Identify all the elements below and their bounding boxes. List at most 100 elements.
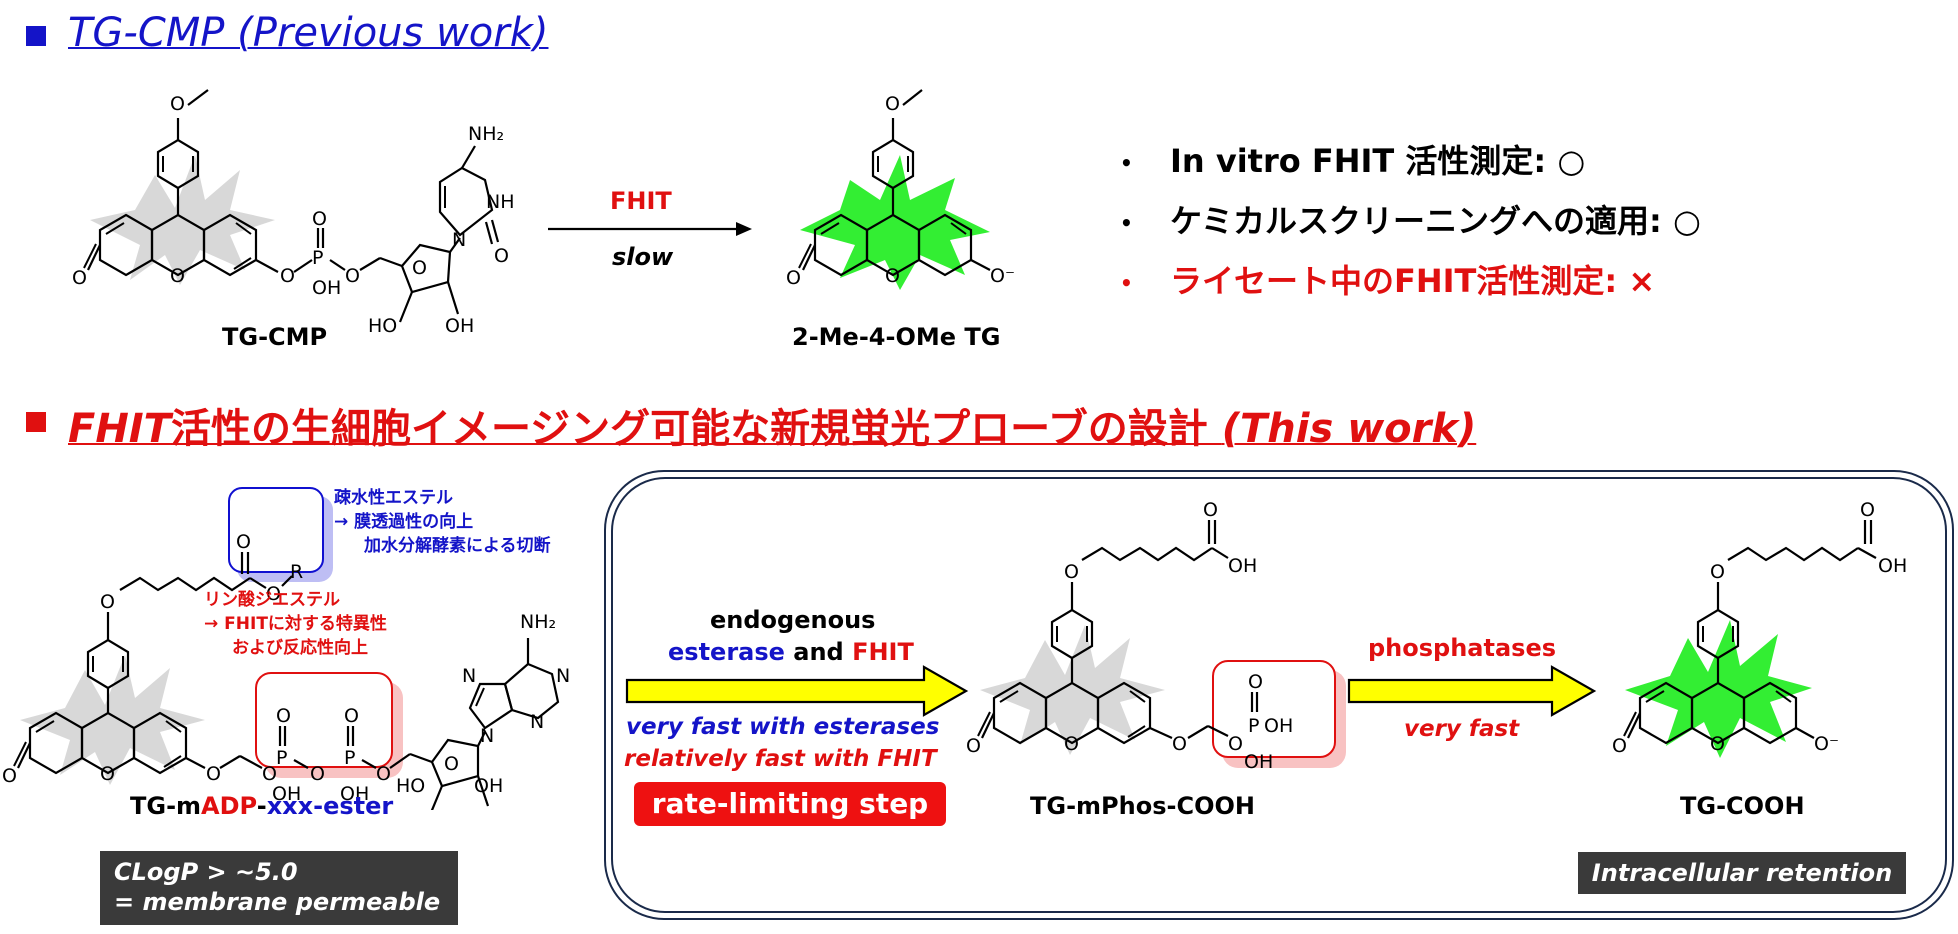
atom-nh: NH [486, 191, 515, 213]
yellow-arrow-1 [625, 665, 969, 717]
probe-n-7: N [462, 665, 476, 687]
step2-enzyme: phosphatases [1368, 634, 1557, 662]
probe-p-1: P [276, 747, 287, 769]
probe-label-p2: ADP [201, 792, 257, 820]
phos-note-line2: → FHITに対する特異性 [204, 614, 387, 634]
product-label: 2-Me-4-OMe TG [792, 323, 1001, 351]
section1-title: TG-CMP (Previous work) [68, 10, 549, 56]
inter-o-xanthene: O [1064, 733, 1079, 755]
section2-title-tail: (This work) [1221, 406, 1477, 452]
clogp-box: CLogP > ~5.0 = membrane permeable [100, 851, 458, 925]
probe-o-3: O [310, 763, 325, 785]
probe-po-2: O [344, 705, 359, 727]
bullet-3: •ライセート中のFHIT活性測定: × [1120, 262, 1656, 300]
green-glow-1 [800, 155, 990, 290]
bullet-2: •ケミカルスクリーニングへの適用: ○ [1120, 202, 1701, 240]
inter-oh-p1: OH [1264, 715, 1293, 737]
atom-nh2: NH₂ [468, 123, 504, 145]
phos-note-line1: リン酸ジエステル [204, 590, 340, 610]
rate-limiting-badge: rate-limiting step [634, 782, 946, 826]
probe-o-carbonyl: O [2, 765, 17, 787]
atom-n-ring: N [452, 229, 466, 251]
probe-nh2: NH₂ [520, 611, 556, 633]
reaction-arrowhead-1 [736, 222, 752, 236]
final-o-minus: O⁻ [1814, 733, 1839, 755]
retention-box: Intracellular retention [1578, 852, 1906, 894]
inter-o-ether: O [1064, 561, 1079, 583]
inter-oh-p2: OH [1244, 751, 1273, 773]
probe-r: R [290, 561, 303, 583]
atom-o-methoxy: O [170, 93, 185, 115]
ester-note-line2: → 膜透過性の向上 [334, 512, 474, 532]
atom-o-ring: O [412, 257, 427, 279]
inter-oh-acid: OH [1228, 555, 1257, 577]
probe-oh-2: OH [340, 783, 369, 805]
probe-n-3: N [530, 711, 544, 733]
tgcmp-reaction-diagram: O O O O P O OH O O N NH NH₂ O HO OH O [72, 89, 1015, 337]
phosphate-intermediate-box [1212, 660, 1336, 758]
probe-ho: HO [396, 775, 425, 797]
probe-po-1: O [276, 705, 291, 727]
bullet-2-text: ケミカルスクリーニングへの適用: ○ [1170, 202, 1701, 240]
green-glow-2 [1625, 620, 1812, 758]
tgcmp-structure [83, 89, 500, 323]
step1-fhit: FHIT [852, 638, 914, 666]
section2-bullet-square [26, 412, 46, 432]
step2-speed: very fast [1404, 716, 1520, 742]
probe-oh-1: OH [272, 783, 301, 805]
intermediate-label: TG-mPhos-COOH [1030, 792, 1255, 820]
probe-n-1: N [556, 665, 570, 687]
tgcmp-label: TG-CMP [222, 323, 328, 351]
inter-o-acid: O [1203, 499, 1218, 521]
probe-o-ester: O [266, 583, 281, 605]
inter-o-carbonyl: O [966, 735, 981, 757]
atom-o-cytosine: O [494, 245, 509, 267]
atom-oh: OH [445, 315, 474, 337]
final-o-ether: O [1710, 561, 1725, 583]
final-label: TG-COOH [1680, 792, 1805, 820]
final-oh-acid: OH [1878, 555, 1907, 577]
probe-o-2: O [262, 763, 277, 785]
fhit-enzyme-label: FHIT [610, 187, 672, 215]
phos-note-line3: および反応性向上 [232, 638, 368, 658]
atom-oh-phos: OH [312, 277, 341, 299]
inter-o-2: O [1228, 733, 1243, 755]
probe-o-4: O [376, 763, 391, 785]
section2-title: FHIT活性の生細胞イメージング可能な新規蛍光プローブの設計 (This wor… [68, 396, 1476, 454]
intracellular-frame-outer [604, 470, 1954, 920]
bullet-1: •In vitro FHIT 活性測定: ○ [1120, 142, 1586, 180]
atom-ho: HO [368, 315, 397, 337]
inter-po: O [1248, 671, 1263, 693]
atom-o-methoxy-2: O [885, 93, 900, 115]
probe-gray-glow [20, 655, 205, 785]
tg-product-structure [798, 89, 991, 290]
step1-and: and [784, 638, 853, 666]
atom-o-minus: O⁻ [990, 265, 1015, 287]
yellow-arrow-2 [1347, 665, 1597, 717]
probe-label-p1: TG-m [130, 792, 202, 820]
tgcmp-gray-glow [90, 155, 275, 285]
atom-o-xanthene-2: O [885, 265, 900, 287]
probe-n-9: N [480, 725, 494, 747]
clogp-line1: CLogP > ~5.0 [114, 858, 298, 886]
probe-o-ring: O [444, 753, 459, 775]
atom-o-xanthene: O [170, 265, 185, 287]
bullet-3-text: ライセート中のFHIT活性測定: × [1170, 262, 1656, 300]
clogp-line2: = membrane permeable [114, 888, 441, 916]
probe-o-1: O [206, 763, 221, 785]
section2-title-main: 活性の生細胞イメージング可能な新規蛍光プローブの設計 [170, 406, 1222, 452]
intermediate-structure-diagram: O O O O OH O O P O OH OH [966, 499, 1293, 773]
intermediate-gray-glow [980, 625, 1165, 755]
probe-oh-ribose: OH [474, 775, 503, 797]
inter-o-1: O [1172, 733, 1187, 755]
ester-highlight-box [228, 487, 324, 573]
probe-p-2: P [344, 747, 355, 769]
probe-o-ether: O [100, 591, 115, 613]
step1-fast1: very fast with esterases [626, 714, 940, 740]
final-structure-diagram: O O O O OH O⁻ [1612, 499, 1907, 758]
atom-o-ester1: O [280, 265, 295, 287]
step1-esterase: esterase [668, 638, 785, 666]
slow-label: slow [612, 243, 674, 271]
probe-label: TG-mADP-xxx-ester [130, 792, 393, 820]
step1-fast2: relatively fast with FHIT [624, 746, 937, 772]
